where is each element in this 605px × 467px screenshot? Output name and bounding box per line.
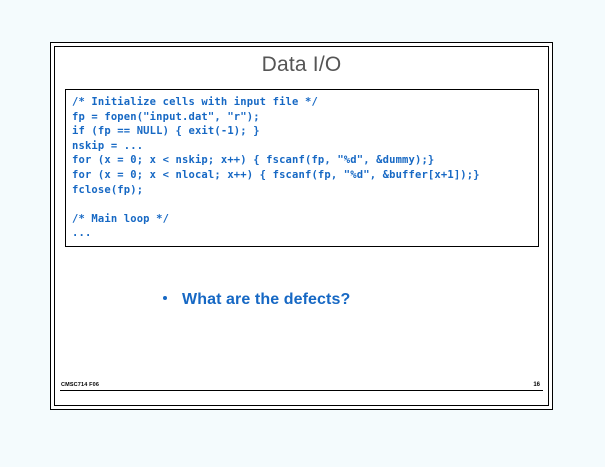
footer-page-number: 16 (533, 382, 540, 388)
bullet-item-label: What are the defects? (182, 291, 351, 308)
bullet-dot-icon (163, 296, 167, 300)
code-line: if (fp == NULL) { exit(-1); } (72, 125, 260, 138)
code-line: nskip = ... (72, 139, 144, 152)
code-line: fclose(fp); (72, 183, 144, 196)
code-line: for (x = 0; x < nlocal; x++) { fscanf(fp… (72, 168, 480, 181)
code-line: fp = fopen("input.dat", "r"); (72, 110, 260, 123)
slide-frame-outer: Data I/O /* Initialize cells with input … (50, 42, 553, 410)
code-line: /* Main loop */ (72, 212, 170, 225)
page-title: Data I/O (261, 53, 342, 76)
code-line: ... (72, 227, 92, 240)
code-listing: /* Initialize cells with input file */ f… (65, 89, 539, 247)
code-line: for (x = 0; x < nskip; x++) { fscanf(fp,… (72, 154, 435, 167)
footer-course-label: CMSC714 F06 (61, 382, 100, 388)
code-line-blank (72, 197, 538, 212)
code-line: /* Initialize cells with input file */ (72, 96, 318, 108)
bullet-item: What are the defects? (163, 291, 350, 309)
slide-frame-inner: Data I/O /* Initialize cells with input … (54, 46, 549, 406)
footer-divider (60, 390, 543, 391)
